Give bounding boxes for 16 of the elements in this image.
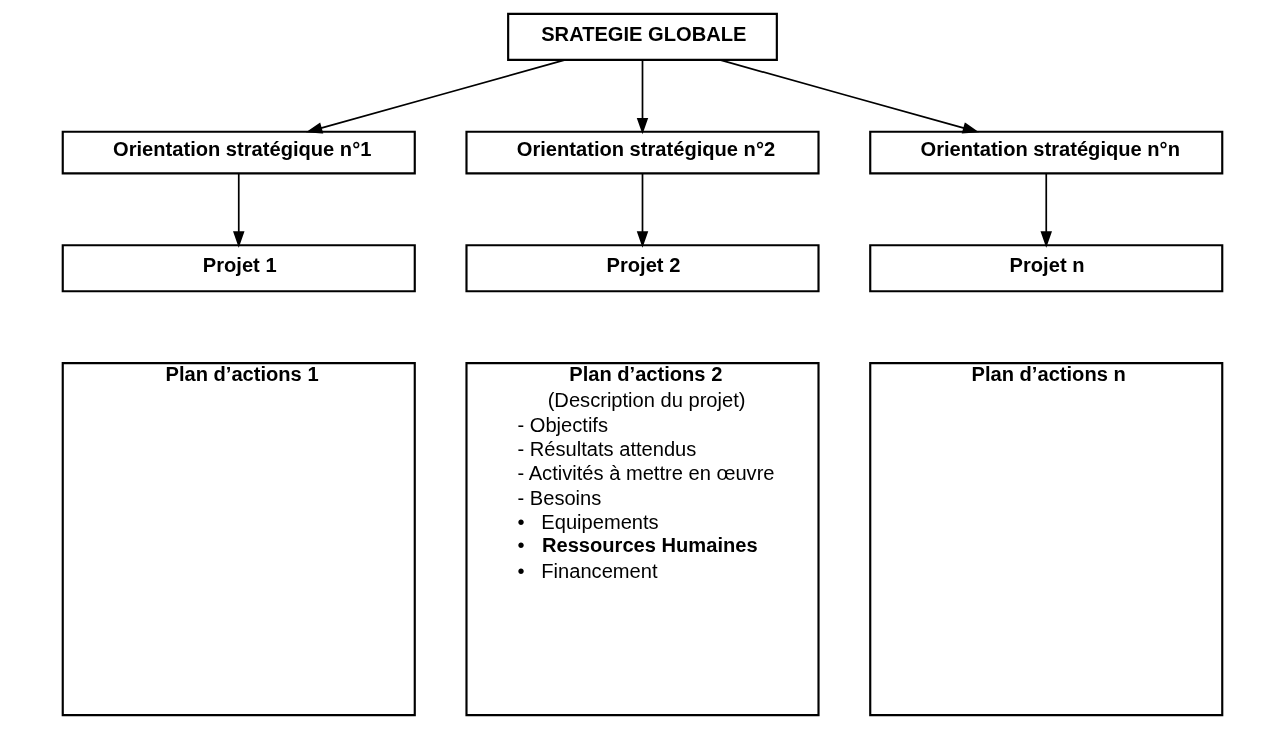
node-box: SRATEGIE GLOBALE <box>506 12 778 61</box>
node-box: Orientation stratégique n°2 <box>464 130 820 175</box>
node-box: Plan d’actions 1 <box>61 362 416 717</box>
node-box: Projet 2 <box>464 244 820 293</box>
node-box: Projet 1 <box>61 244 416 293</box>
arrow <box>636 59 648 135</box>
arrow <box>718 59 979 134</box>
arrow <box>636 172 648 248</box>
arrow <box>1040 172 1052 248</box>
arrow <box>305 59 566 134</box>
node-box: Orientation stratégique n°1 <box>61 130 416 175</box>
arrow <box>232 172 244 248</box>
node-box: Projet n <box>868 244 1223 293</box>
node-box: Plan d’actions n <box>868 362 1223 717</box>
node-box: Plan d’actions 2 (Description du projet) - Objectifs - Résultats attendus - Activités à mettre en œuvre - Besoins • Equipements • Ressources Humaines • Financement <box>464 362 820 717</box>
node-box: Orientation stratégique n°n <box>868 130 1223 175</box>
